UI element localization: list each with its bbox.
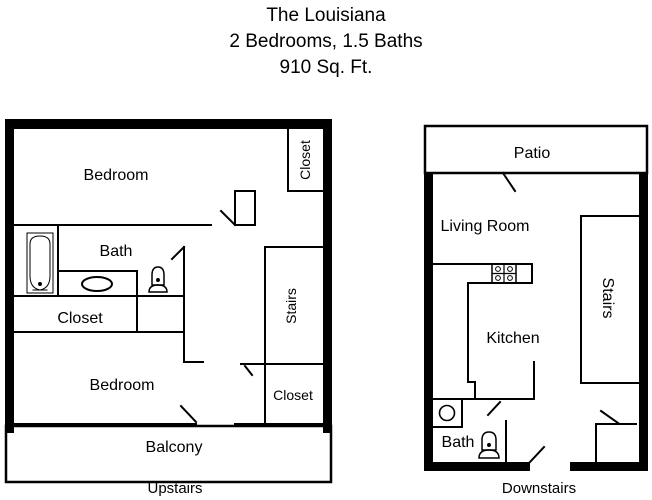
downstairs-left-wall	[424, 173, 433, 471]
upstairs-left-wall	[5, 119, 14, 433]
downstairs-caption: Downstairs	[502, 480, 576, 497]
plan-bed-bath: 2 Bedrooms, 1.5 Baths	[229, 31, 423, 52]
patio-label: Patio	[514, 145, 551, 162]
upstairs-bedroom-bottom-label: Bedroom	[90, 377, 155, 394]
upstairs-top-wall	[5, 119, 332, 129]
plan-header: The Louisiana 2 Bedrooms, 1.5 Baths 910 …	[0, 0, 652, 81]
upstairs-closet-bottom-label: Closet	[273, 387, 313, 403]
downstairs-toilet-icon	[478, 431, 500, 459]
downstairs-bottom-wall-right	[570, 462, 648, 471]
upstairs-bath-label: Bath	[100, 243, 133, 260]
upstairs-closet-mid-label: Closet	[57, 310, 103, 327]
downstairs-bath-label: Bath	[442, 434, 475, 451]
balcony-label: Balcony	[146, 439, 203, 456]
kitchen-label: Kitchen	[486, 330, 539, 347]
patio-outline	[423, 124, 649, 175]
upstairs-caption: Upstairs	[147, 480, 202, 497]
upstairs-plan	[4, 119, 333, 484]
living-room-label: Living Room	[441, 218, 530, 235]
downstairs-right-wall	[639, 173, 648, 471]
downstairs-sink-icon	[438, 404, 456, 422]
plan-title: The Louisiana	[266, 5, 386, 26]
sink-icon	[81, 276, 113, 292]
upstairs-stairs-label: Stairs	[283, 288, 299, 324]
bathtub-icon	[26, 232, 54, 294]
upstairs-right-wall	[323, 119, 332, 433]
plan-area: 910 Sq. Ft.	[279, 57, 373, 78]
downstairs-stairs-label: Stairs	[599, 278, 616, 319]
downstairs-plan	[423, 124, 649, 471]
toilet-icon	[148, 266, 168, 293]
balcony-outline	[4, 424, 333, 484]
upstairs-bedroom-top-label: Bedroom	[84, 167, 149, 184]
downstairs-bottom-wall-left	[424, 462, 530, 471]
upstairs-closet-top-label: Closet	[297, 140, 313, 180]
